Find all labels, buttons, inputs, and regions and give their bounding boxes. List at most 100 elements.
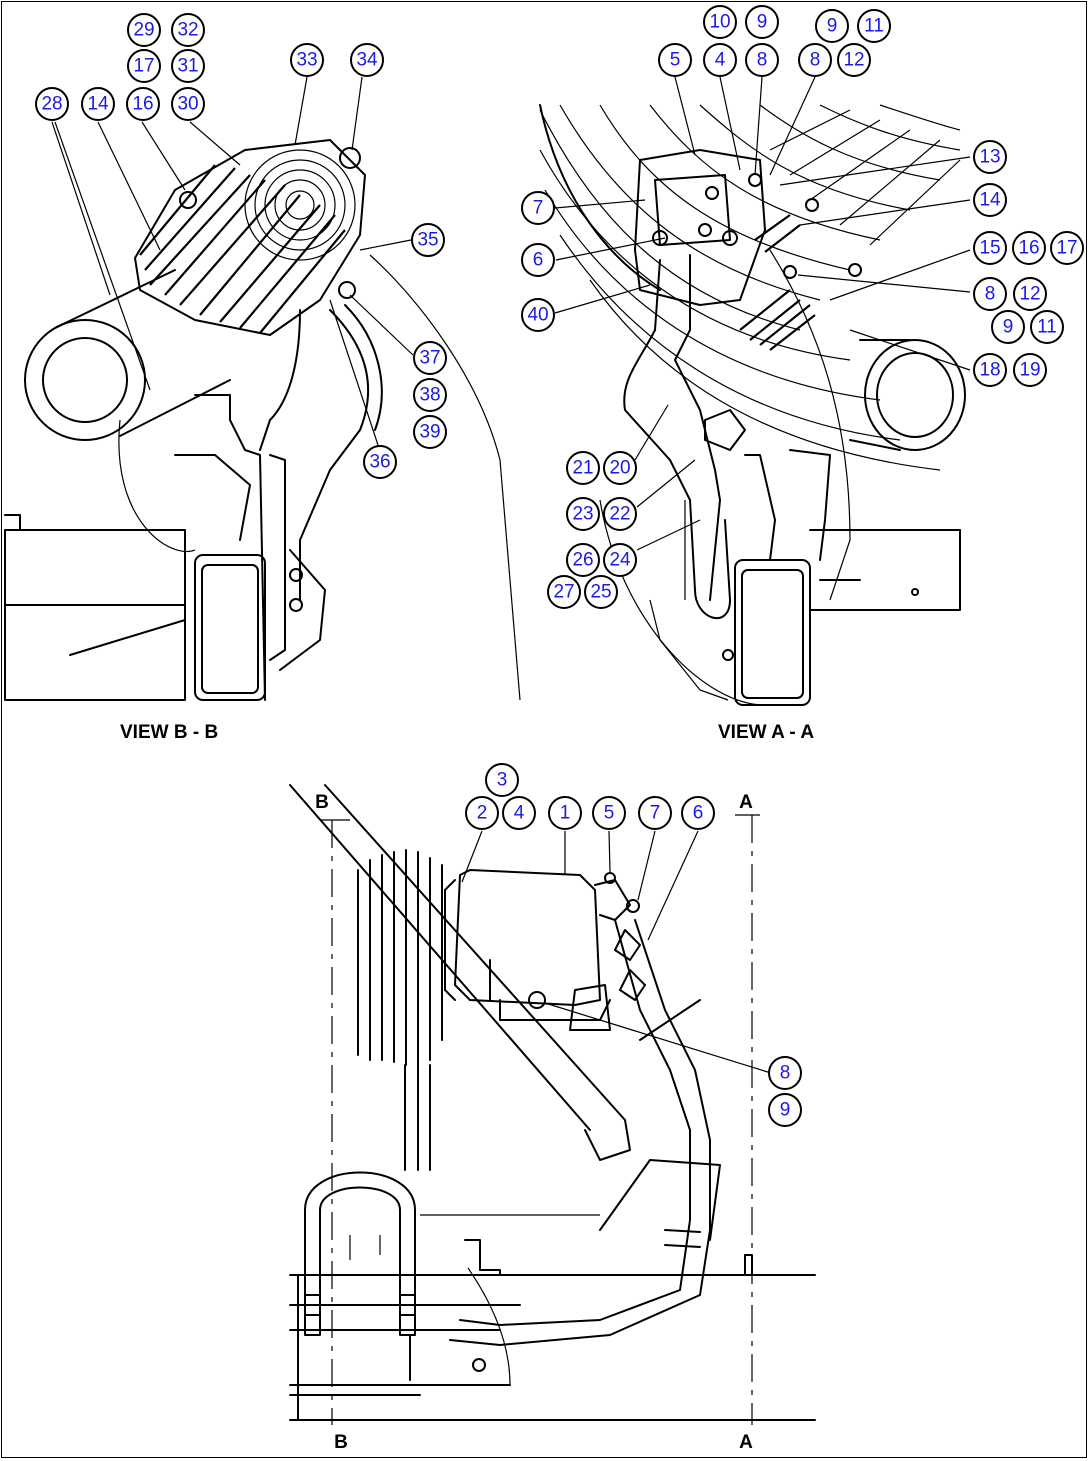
- nut-main-2: [399, 1294, 416, 1316]
- svg-text:17: 17: [133, 56, 154, 77]
- bracket-b: [174, 454, 251, 541]
- svg-text:9: 9: [780, 1100, 791, 1121]
- sensor-mount-main: [464, 1239, 501, 1276]
- svg-text:12: 12: [1019, 284, 1040, 305]
- tube-edge-a: [849, 339, 911, 451]
- svg-text:27: 27: [553, 582, 574, 603]
- svg-text:8: 8: [985, 284, 996, 305]
- callout-a-5: 4: [703, 43, 737, 77]
- callout-a-17: 12: [1013, 277, 1047, 311]
- callout-b-10: 35: [411, 223, 445, 257]
- belt-b: [118, 419, 196, 552]
- callout-m-1: 2: [465, 796, 499, 830]
- main-leaders: [461, 830, 772, 1074]
- frame-rail-a: [809, 529, 961, 611]
- section-mark-b-bottom: B: [334, 1432, 348, 1453]
- callout-a-7: 8: [798, 43, 832, 77]
- svg-text:7: 7: [650, 803, 661, 824]
- view-b-leaders: [51, 76, 414, 446]
- fitting-a-3: [652, 230, 668, 246]
- plate-main: [599, 1159, 721, 1241]
- svg-text:1: 1: [560, 803, 571, 824]
- svg-text:14: 14: [979, 190, 1001, 211]
- bolt-a-3: [805, 198, 819, 212]
- frame-hole-a: [911, 588, 919, 596]
- callout-m-4: 5: [592, 796, 626, 830]
- svg-text:6: 6: [693, 803, 704, 824]
- hose-fittings-main: [614, 929, 646, 1001]
- frame-mid-main: [289, 1304, 521, 1331]
- callout-b-9: 34: [350, 43, 384, 77]
- section-mark-b-top: B: [315, 792, 329, 813]
- hose-clamp-main: [664, 1229, 701, 1248]
- hose-main-1: [459, 919, 691, 1326]
- hose-b-3: [344, 304, 383, 431]
- callout-b-8: 33: [290, 43, 324, 77]
- callout-m-7: 8: [768, 1056, 802, 1090]
- svg-text:24: 24: [609, 550, 631, 571]
- view-b-label: VIEW B - B: [120, 722, 218, 743]
- callout-a-27: 26: [566, 543, 600, 577]
- tube-body: [54, 269, 231, 437]
- svg-text:2: 2: [477, 803, 488, 824]
- diagonal-arm: [289, 784, 626, 1131]
- callouts-view-b: 29 32 17 31 28 14 16 30 33 34 35 37 38 3…: [35, 13, 447, 479]
- callout-b-0: 29: [127, 13, 161, 47]
- main-view-drawing: [289, 784, 816, 1425]
- tube-end-inner: [42, 337, 128, 423]
- mount-plate-b: [194, 394, 266, 701]
- hose-b-1: [259, 309, 301, 451]
- sensor-main: [472, 1358, 486, 1372]
- svg-text:25: 25: [590, 582, 611, 603]
- frame-tab-b: [4, 514, 21, 531]
- frame-rail-diag-b: [69, 619, 186, 656]
- pulley-spiral-b: [244, 149, 356, 261]
- svg-text:17: 17: [1056, 238, 1077, 259]
- stud-main: [744, 1254, 753, 1276]
- compressor-body-a: [634, 149, 766, 306]
- fitting-a-6: [722, 649, 734, 661]
- callout-a-16: 8: [973, 277, 1007, 311]
- bracket-box-a-inner: [741, 569, 804, 699]
- svg-text:6: 6: [533, 250, 544, 271]
- callouts-main: 3 2 4 1 5 7 6 8 9: [465, 763, 802, 1127]
- callout-a-19: 9: [991, 310, 1025, 344]
- callout-b-11: 37: [413, 341, 447, 375]
- callout-b-2: 17: [127, 49, 161, 83]
- svg-text:36: 36: [369, 452, 390, 473]
- callout-a-15: 6: [521, 243, 555, 277]
- svg-text:4: 4: [514, 803, 525, 824]
- callout-m-5: 7: [638, 796, 672, 830]
- svg-text:5: 5: [604, 803, 615, 824]
- view-a-leaders: [554, 76, 971, 551]
- frame-rail-b: [4, 529, 186, 701]
- svg-text:16: 16: [132, 94, 153, 115]
- callout-a-4: 5: [658, 43, 692, 77]
- compressor-base-main: [489, 959, 611, 1021]
- svg-text:20: 20: [609, 458, 630, 479]
- shroud-edge-a: [539, 104, 661, 291]
- bolt-34: [339, 147, 361, 169]
- callout-a-18: 40: [521, 298, 555, 332]
- bracket-hatching-a: [739, 214, 816, 351]
- svg-text:9: 9: [1003, 317, 1014, 338]
- section-mark-a-top: A: [739, 792, 753, 813]
- compressor-hatching-b: [139, 164, 346, 334]
- callout-a-1: 9: [745, 5, 779, 39]
- svg-text:11: 11: [864, 16, 884, 37]
- callout-a-20: 11: [1030, 310, 1064, 344]
- svg-text:31: 31: [177, 56, 198, 77]
- tube-end-a-inner: [876, 352, 954, 438]
- sensor-wire-main: [467, 1267, 511, 1386]
- callout-m-3: 1: [548, 796, 582, 830]
- callout-a-13: 16: [1012, 231, 1046, 265]
- svg-text:4: 4: [715, 50, 726, 71]
- view-a-drawing: [539, 104, 966, 706]
- fitting-a-1: [705, 186, 719, 200]
- frame-low-main: [289, 1384, 511, 1396]
- svg-text:11: 11: [1037, 317, 1057, 338]
- fan-outline-b: [369, 254, 521, 701]
- callout-a-29: 27: [547, 575, 581, 609]
- callout-b-12: 38: [413, 378, 447, 412]
